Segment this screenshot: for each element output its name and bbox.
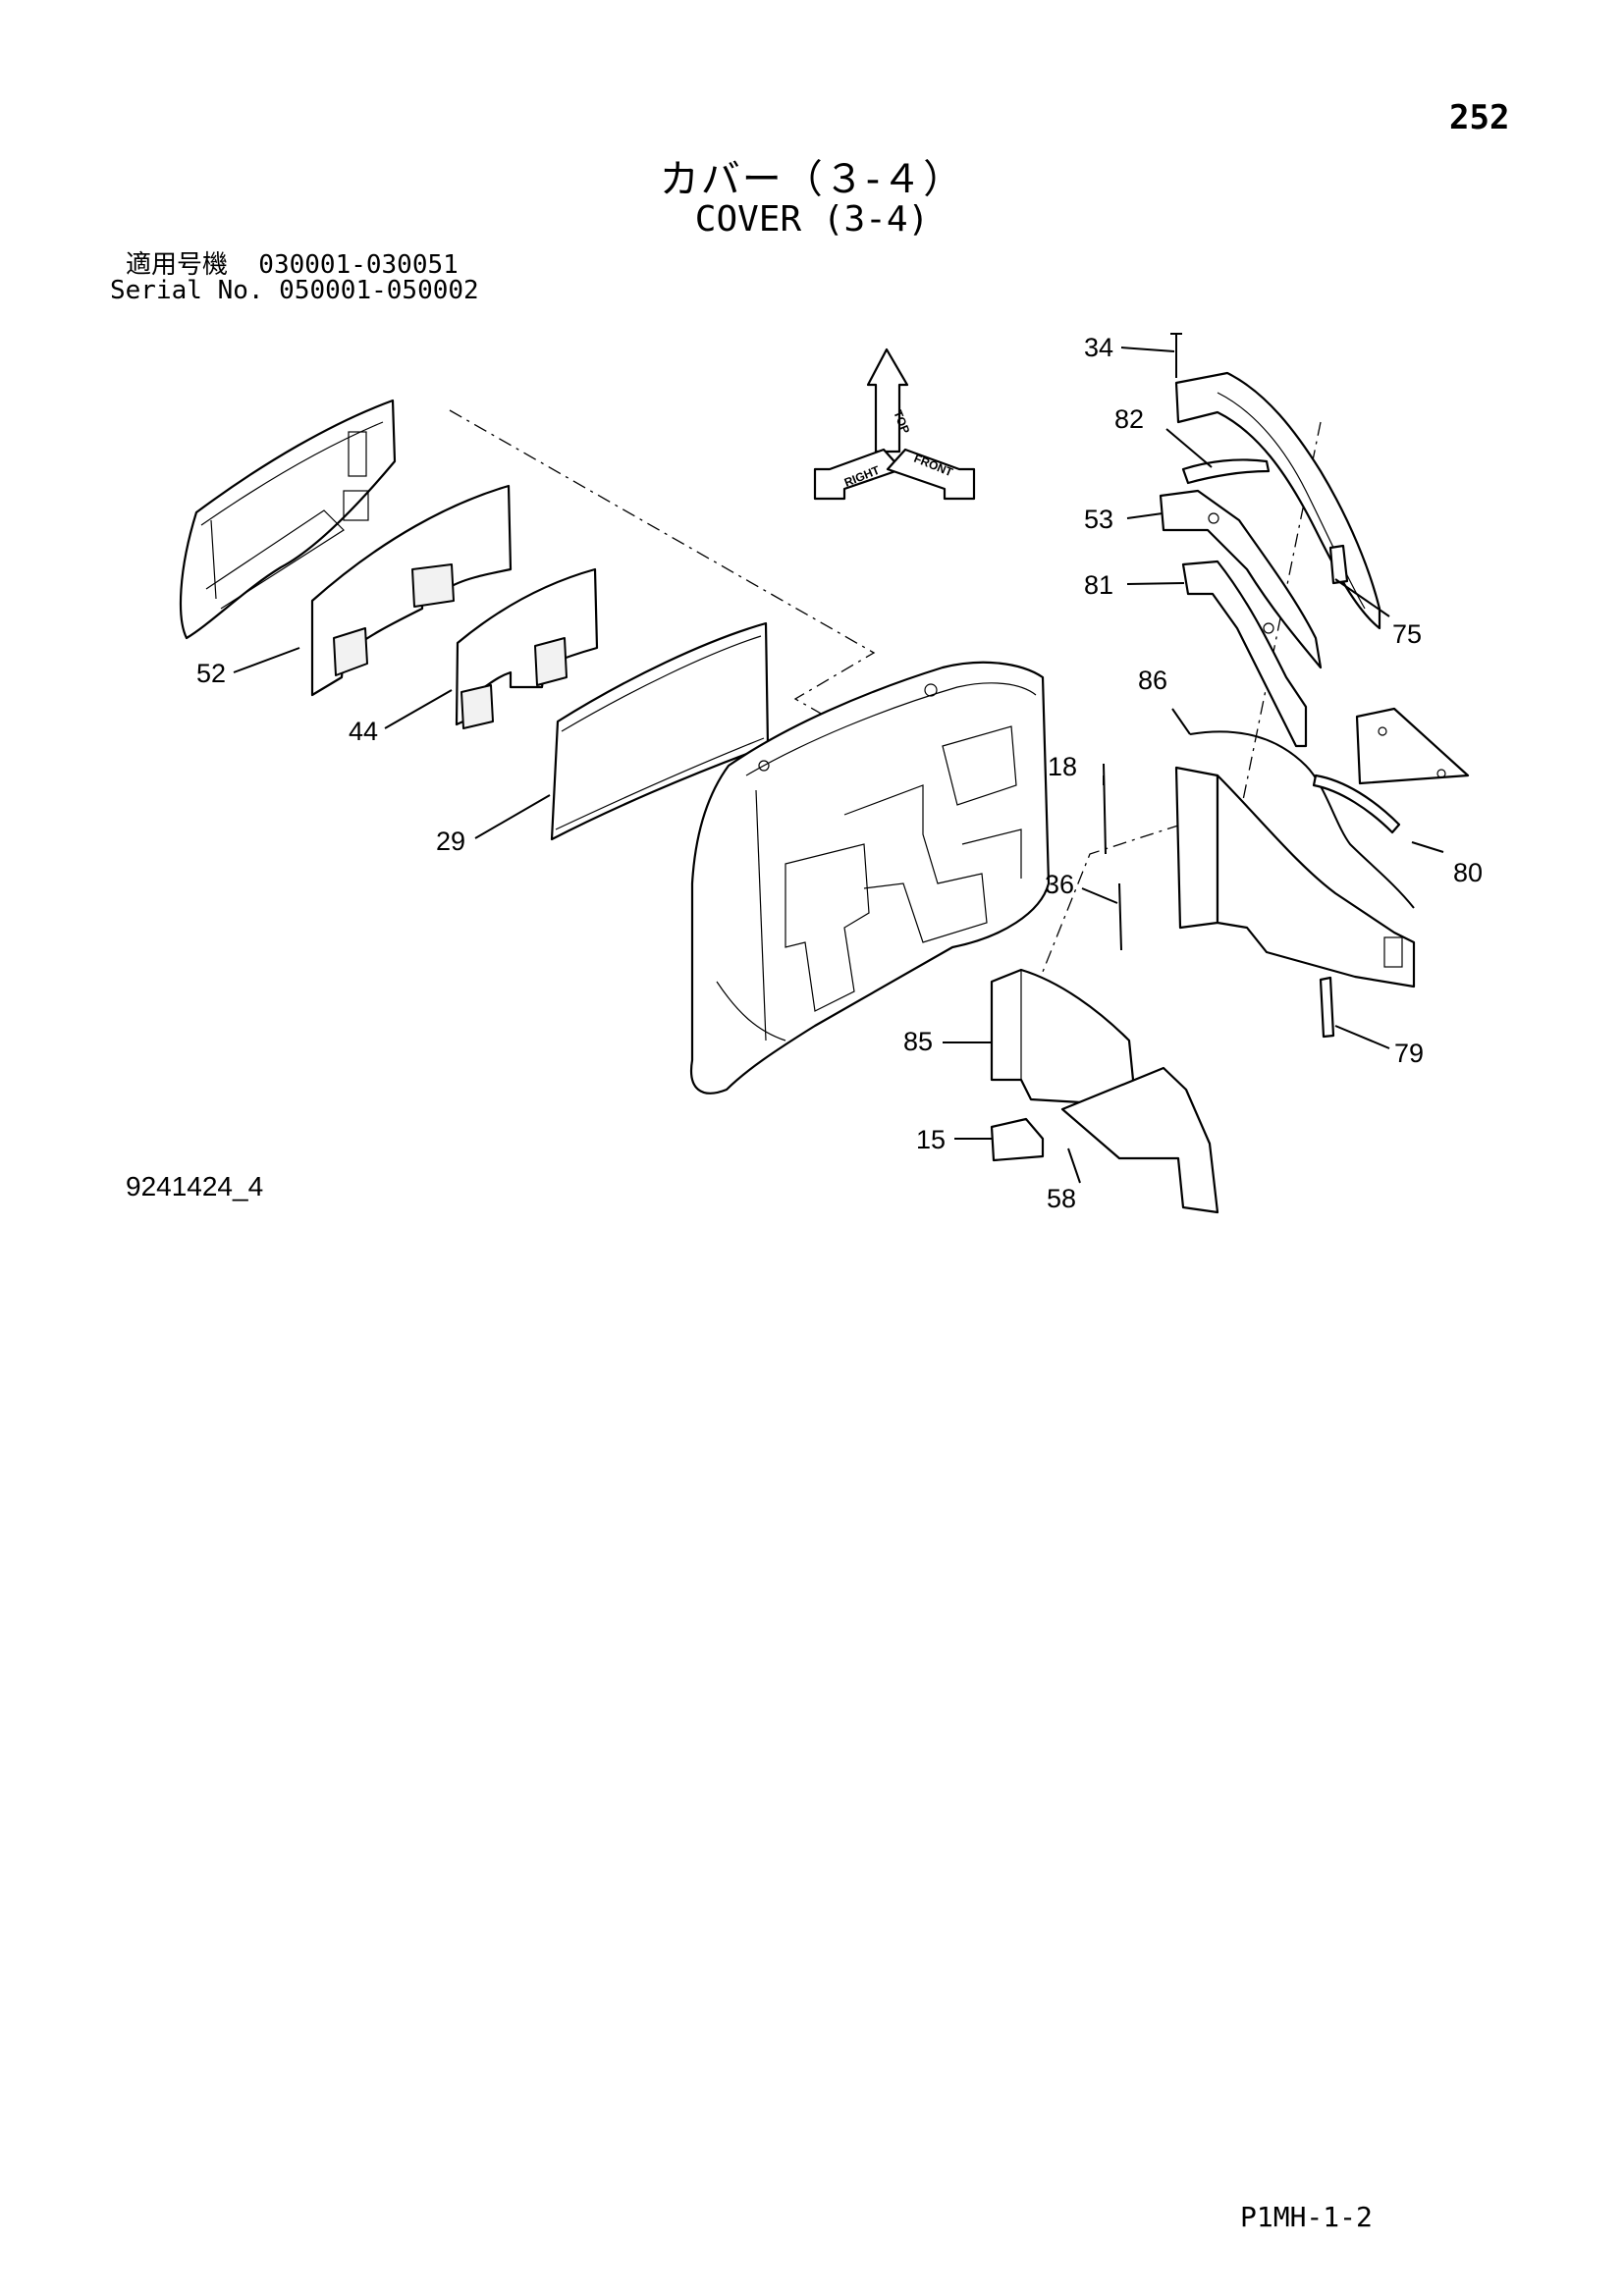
callout-53: 53 xyxy=(1084,505,1113,534)
part-center-upright-panel xyxy=(1174,766,1416,988)
part-86-hose xyxy=(1189,730,1415,909)
drawing-id: 9241424_4 xyxy=(126,1171,264,1201)
part-29-foam-pad xyxy=(455,567,599,729)
orientation-arrow-top xyxy=(866,347,909,454)
part-75-small-plate xyxy=(1328,544,1349,585)
callout-34: 34 xyxy=(1084,333,1113,362)
callout-52: 52 xyxy=(196,659,226,688)
leader-lines xyxy=(233,347,1444,1184)
main-cover-body xyxy=(689,661,1051,1095)
callout-15: 15 xyxy=(916,1125,946,1154)
page-title-japanese: カバー（３-４） xyxy=(659,157,965,202)
orientation-arrow-front xyxy=(886,448,976,501)
page-number: 252 xyxy=(1449,98,1510,137)
callout-29: 29 xyxy=(436,827,465,856)
part-36-rod xyxy=(1118,882,1122,951)
callout-81: 81 xyxy=(1084,570,1113,600)
part-52-cover-panel xyxy=(179,399,397,640)
callout-82: 82 xyxy=(1114,404,1144,434)
callout-85: 85 xyxy=(903,1027,933,1056)
part-79-strip xyxy=(1319,976,1335,1039)
callout-86: 86 xyxy=(1138,666,1167,695)
callout-79: 79 xyxy=(1394,1039,1424,1068)
assembly-centerline-right xyxy=(1030,421,1322,1002)
part-80-plate xyxy=(1312,707,1470,834)
part-82-clip xyxy=(1181,458,1271,485)
part-44-foam-panel xyxy=(310,484,513,697)
footer-code: P1MH-1-2 xyxy=(1240,2201,1373,2233)
part-53-bracket xyxy=(1159,489,1323,669)
part-85-lower-block xyxy=(990,968,1136,1106)
part-58-angled-bracket xyxy=(1060,1066,1219,1214)
callout-75: 75 xyxy=(1392,619,1422,649)
serial-number-range: Serial No. 050001-050002 xyxy=(110,276,479,305)
page-title-english: COVER (3-4) xyxy=(694,199,930,240)
applicable-serial-japanese: 適用号機 030001-030051 xyxy=(126,250,459,280)
callout-labels: 34 82 53 81 75 52 44 29 86 18 80 36 79 8… xyxy=(196,333,1483,1213)
callout-36: 36 xyxy=(1045,870,1074,899)
callout-44: 44 xyxy=(349,717,378,746)
part-34-bolt xyxy=(1170,333,1182,378)
orientation-indicator: TOP RIGHT FRONT xyxy=(813,347,976,501)
part-81-bracket xyxy=(1181,560,1308,748)
part-15-small-block xyxy=(990,1117,1045,1162)
orientation-arrow-right xyxy=(813,448,903,501)
callout-80: 80 xyxy=(1453,858,1483,887)
callout-58: 58 xyxy=(1047,1184,1076,1213)
callout-18: 18 xyxy=(1048,752,1077,781)
